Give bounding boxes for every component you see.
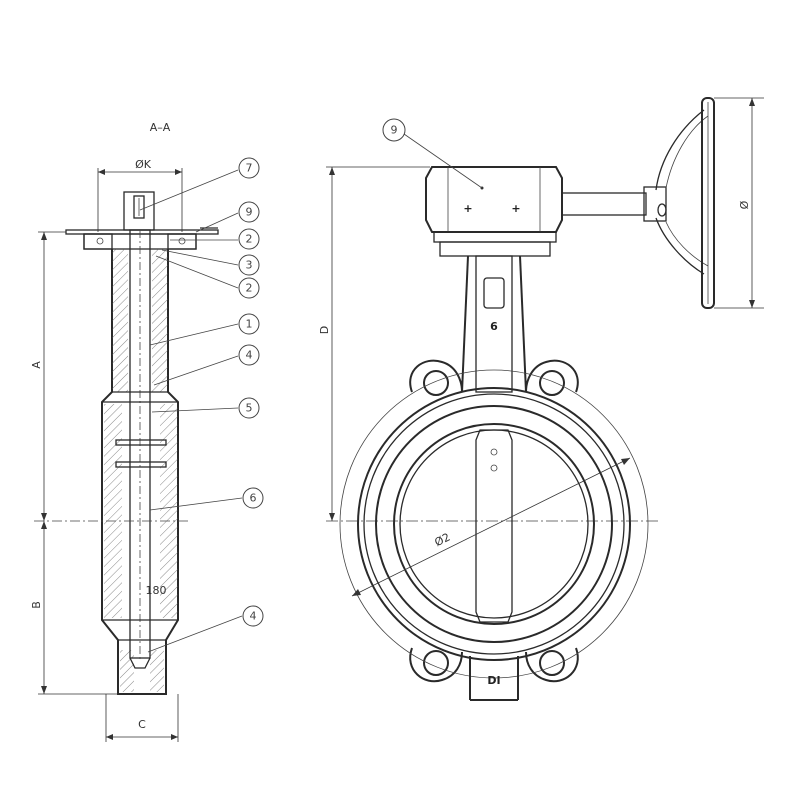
seat-ring [375,405,613,643]
stem-key [133,195,145,219]
disc-edge [399,429,589,619]
svg-text:2: 2 [246,282,253,295]
seat-bore [393,423,595,625]
body-ring-inner [363,393,625,655]
flange-hatch-right [167,233,197,250]
flange-hatch-left [83,233,113,250]
body-wall-right [160,404,178,618]
svg-text:9: 9 [391,124,398,137]
body-dn-mark: DI [487,674,500,687]
arrow [98,169,105,175]
bolt-hole [96,237,104,245]
svg-text:2: 2 [246,233,253,246]
front-view: D + + Ø [318,97,764,701]
callout-6: 6 [242,487,264,509]
arrow [175,169,182,175]
front-bottom-neck: DI [469,656,519,701]
phi-label: Ø [738,200,751,209]
svg-text:6: 6 [250,492,257,505]
d-label: D [318,326,331,334]
body-wall-left [104,404,122,618]
lug-top-right [525,359,579,396]
lug-top-left [409,359,463,396]
bolt-hole [178,237,186,245]
callout-3: 3 [238,254,260,276]
c-label: C [138,718,146,731]
callout-4: 4 [238,344,260,366]
neck-wall-right [152,249,168,392]
callout-1: 1 [238,313,260,335]
bottom-wall-left [120,650,134,692]
callout-7: 7 [238,157,260,179]
handwheel-hub [643,186,667,222]
callout-4b: 4 [242,605,264,627]
section-label: A–A [150,121,171,134]
svg-text:1: 1 [246,318,253,331]
svg-text:5: 5 [246,402,253,415]
svg-text:4: 4 [250,610,257,623]
a-label: A [30,361,43,369]
handwheel-spoke-top [655,109,705,191]
neck-wall-left [112,249,128,392]
svg-text:3: 3 [246,259,253,272]
svg-text:9: 9 [246,206,253,219]
phi2-dim-line [351,457,631,597]
body-ring [357,387,631,661]
callout-2b: 2 [238,277,260,299]
seal-grooves [115,439,167,468]
bottom-wall-right [150,650,164,692]
svg-text:4: 4 [246,349,253,362]
handwheel-rim [701,97,715,309]
section-view: A–A ØK [30,121,264,742]
phi2-label: Ø2 [432,531,452,550]
lug-bottom-right [525,647,579,683]
neck-body [101,249,179,695]
callout-5: 5 [238,397,260,419]
handwheel-shaft [561,192,647,216]
front-neck: 6 [461,255,527,393]
lug-bottom-left [409,647,463,683]
svg-text:+: + [463,202,472,215]
svg-text:7: 7 [246,162,253,175]
stem-tip [129,657,151,669]
callout-9: 9 [238,201,260,223]
body-outer-ring [339,369,649,679]
callout-2: 2 [238,228,260,250]
svg-text:+: + [511,202,520,215]
stem-mark: 6 [490,320,498,333]
handwheel-spoke-bottom [655,217,705,275]
b-label: B [30,601,43,609]
gearbox: + + [425,166,563,257]
front-leader-9 [403,133,483,189]
inner-dim-180: 180 [146,584,167,597]
leader-lines [139,169,243,653]
disc-hub [475,429,513,623]
callout-front-9: 9 [382,118,406,142]
phik-label: ØK [135,158,152,171]
